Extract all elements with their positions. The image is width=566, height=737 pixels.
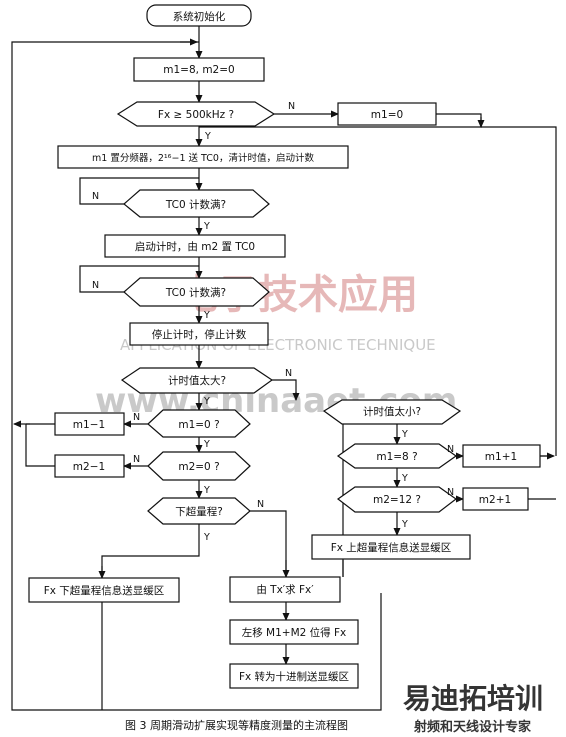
set-divider-box: [57, 145, 349, 169]
label-y: Y: [401, 519, 408, 530]
stop-all-text: 停止计时，停止计数: [152, 328, 247, 341]
init-m-text: m1=8, m2=0: [163, 64, 234, 76]
check-fx-decision: [116, 101, 276, 127]
over-msg-box: [311, 534, 471, 560]
m2-twelve-text: m2=12 ?: [373, 494, 421, 506]
label-y: Y: [204, 131, 211, 142]
shift-left-text: 左移 M1+M2 位得 Fx: [242, 626, 347, 639]
label-n: N: [257, 499, 264, 510]
set-divider-text: m1 置分频器，2¹⁶−1 送 TC0，清计时值，启动计数: [92, 152, 314, 164]
branch-labels: N Y N Y N Y N Y N Y N Y N Y Y N Y N Y: [92, 101, 454, 543]
tc0-full-2-text: TC0 计数满?: [165, 286, 226, 299]
m2-inc-text: m2+1: [479, 494, 511, 506]
under-range-text: 下超量程?: [175, 505, 223, 518]
m1-zero-text: m1=0 ?: [178, 419, 219, 431]
tc0-full-1-text: TC0 计数满?: [165, 198, 226, 211]
set-m1-zero-text: m1=0: [371, 109, 403, 121]
connectors: [11, 26, 557, 711]
brand-logo: 易迪拓培训: [403, 682, 543, 715]
m1-eight-text: m1=8 ?: [376, 451, 417, 463]
label-n: N: [288, 101, 295, 112]
label-y: Y: [203, 485, 210, 496]
label-n: N: [133, 412, 140, 423]
label-n: N: [133, 454, 140, 465]
under-range-decision: [147, 497, 251, 525]
start-timer-box: [104, 234, 286, 258]
m2-dec-box: [54, 454, 125, 478]
calc-fx-box: [229, 576, 341, 603]
m2-zero-text: m2=0 ?: [178, 461, 219, 473]
timer-too-big-decision: [120, 367, 274, 394]
m1-dec-box: [54, 412, 125, 436]
label-n: N: [447, 444, 454, 455]
label-y: Y: [401, 429, 408, 440]
timer-too-small-text: 计时值太小?: [363, 405, 421, 418]
m2-dec-text: m2−1: [73, 461, 105, 473]
label-y: Y: [401, 473, 408, 484]
under-msg-box: [28, 577, 180, 603]
label-y: Y: [203, 396, 210, 407]
m2-inc-box: [462, 487, 529, 511]
tc0-full-2-decision: [123, 277, 270, 307]
label-n: N: [285, 368, 292, 379]
m1-zero-decision: [147, 409, 251, 438]
m2-twelve-decision: [336, 486, 458, 513]
start-text: 系统初始化: [173, 10, 226, 23]
figure-caption: 图 3 周期滑动扩展实现等精度测量的主流程图: [125, 718, 348, 732]
tc0-full-1-decision: [123, 189, 270, 218]
m2-zero-decision: [147, 451, 251, 481]
label-y: Y: [203, 310, 210, 321]
shift-left-box: [229, 619, 359, 645]
node-texts: 系统初始化 m1=8, m2=0 Fx ≥ 500kHz ? m1=0 m1 置…: [44, 10, 517, 683]
start-timer-text: 启动计时，由 m2 置 TC0: [135, 240, 255, 253]
m1-inc-box: [462, 444, 541, 468]
brand-subtitle: 射频和天线设计专家: [413, 719, 532, 735]
calc-fx-text: 由 Tx′求 Fx′: [256, 583, 314, 596]
label-y: Y: [203, 221, 210, 232]
m1-eight-decision: [336, 443, 458, 469]
set-m1-zero-box: [337, 102, 437, 126]
init-m-box: [133, 57, 265, 82]
label-n: N: [447, 487, 454, 498]
timer-too-big-text: 计时值太大?: [168, 374, 226, 387]
label-y: Y: [203, 439, 210, 450]
label-y: Y: [203, 532, 210, 543]
start-terminal: [146, 4, 252, 27]
shapes: [28, 4, 541, 689]
timer-too-small-decision: [322, 399, 462, 425]
label-n: N: [92, 191, 99, 202]
under-msg-text: Fx 下超量程信息送显缓区: [44, 584, 165, 597]
check-fx-text: Fx ≥ 500kHz ?: [158, 109, 234, 121]
m1-dec-text: m1−1: [73, 419, 105, 431]
to-decimal-text: Fx 转为十进制送显缓区: [239, 670, 349, 683]
stop-all-box: [129, 322, 269, 346]
over-msg-text: Fx 上超量程信息送显缓区: [331, 541, 452, 554]
label-n: N: [92, 280, 99, 291]
m1-inc-text: m1+1: [485, 451, 517, 463]
to-decimal-box: [229, 663, 359, 689]
watermark: 电子技术应用 APPLICATION OF ELECTRONIC TECHNIQ…: [95, 272, 543, 735]
